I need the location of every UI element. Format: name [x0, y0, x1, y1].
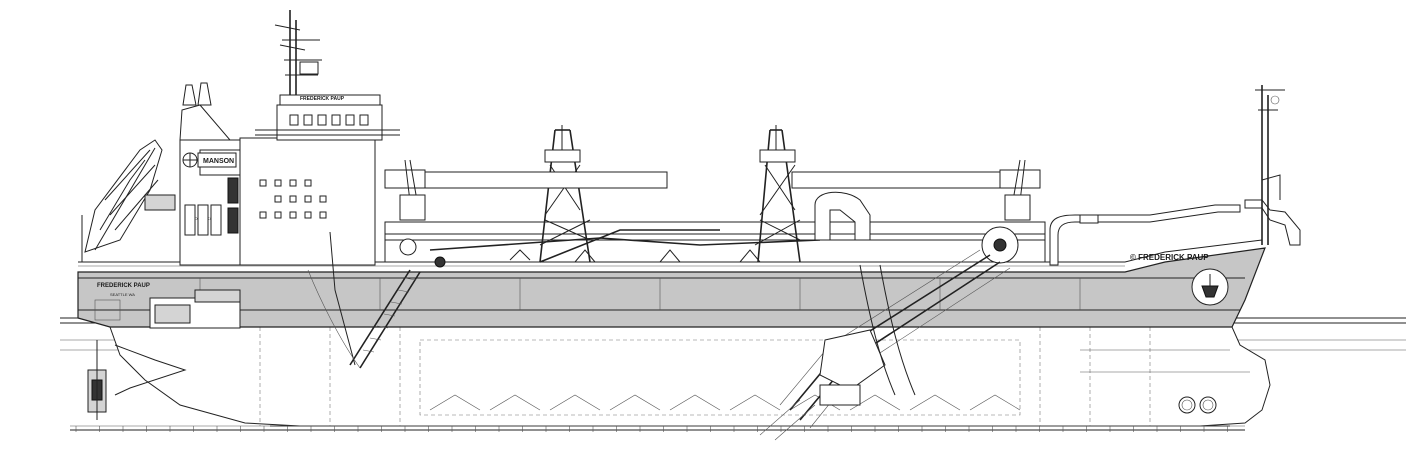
hull-name-bow: © FREDERICK PAUP: [1130, 253, 1209, 262]
gantry-fwd: [754, 125, 801, 263]
foremast: [1255, 85, 1285, 245]
crane-booms: [384, 159, 1041, 221]
accommodation-ladder: [307, 231, 421, 369]
drag-arm: [759, 249, 1011, 441]
lifeboat-davit: [81, 139, 176, 262]
bridge-nameplate: FREDERICK PAUP: [300, 96, 345, 102]
gantry-aft: [539, 125, 591, 263]
funnel-logo: MANSON: [203, 158, 234, 165]
home-port-label: SEATTLE WA: [110, 292, 135, 297]
hull-name-stern: FREDERICK PAUP: [97, 283, 150, 289]
frame-scale: [70, 426, 1245, 432]
lower-hull: [70, 326, 1271, 427]
deckhouse: MANSON IMO XXXXXXX FREDERICK PAUP: [179, 82, 400, 266]
deck-piping: [384, 221, 1046, 268]
main-mast: [274, 10, 322, 95]
